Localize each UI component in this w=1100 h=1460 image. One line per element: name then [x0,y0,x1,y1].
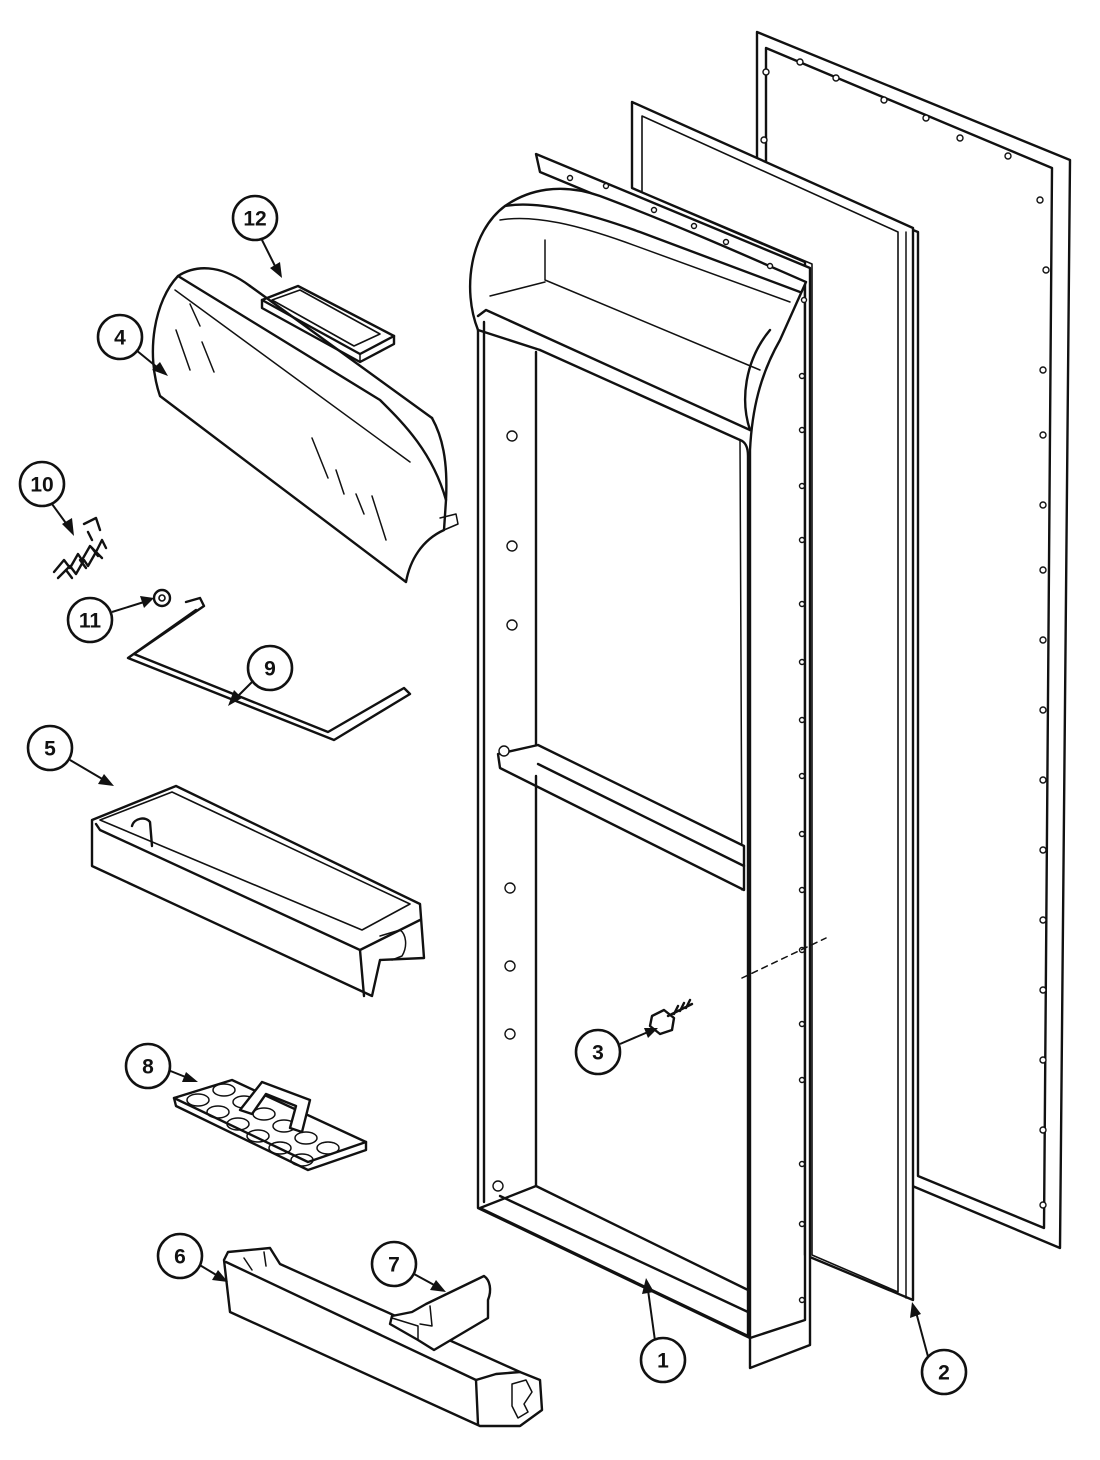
bin-door [151,267,459,584]
callout-label-7: 7 [388,1254,400,1277]
liner-holes [492,430,518,1192]
callout-label-5: 5 [44,738,56,761]
callout-label-8: 8 [142,1056,154,1079]
clip [52,516,108,580]
callout-4: 4 [96,313,168,376]
callout-label-9: 9 [264,658,276,681]
callout-6: 6 [156,1232,228,1282]
callout-label-6: 6 [174,1246,186,1269]
door-bin [90,784,426,998]
door-gasket-frame [630,100,915,1302]
door-liner [468,152,827,1370]
bottom-door-bin [222,1246,544,1428]
callout-10: 10 [18,460,74,536]
callout-12: 12 [231,194,282,278]
callout-2: 2 [910,1302,968,1396]
small-tray [260,284,396,364]
callout-9: 9 [228,644,294,706]
callout-label-2: 2 [938,1362,950,1385]
callout-11: 11 [66,596,154,644]
callout-label-4: 4 [114,327,126,350]
callout-label-1: 1 [657,1350,669,1373]
flange-holes [566,174,808,1304]
callout-5: 5 [26,724,114,786]
callout-label-10: 10 [30,474,53,497]
nut [152,588,172,608]
callout-7: 7 [370,1240,446,1292]
callout-label-11: 11 [79,610,102,633]
callout-1: 1 [639,1278,687,1384]
callout-label-3: 3 [592,1042,604,1065]
egg-tray [172,1078,368,1172]
callout-8: 8 [124,1042,198,1090]
callout-3: 3 [574,1028,658,1076]
callout-label-12: 12 [243,208,266,231]
outer-panel-holes [760,58,1050,1209]
bracket [388,1274,492,1352]
